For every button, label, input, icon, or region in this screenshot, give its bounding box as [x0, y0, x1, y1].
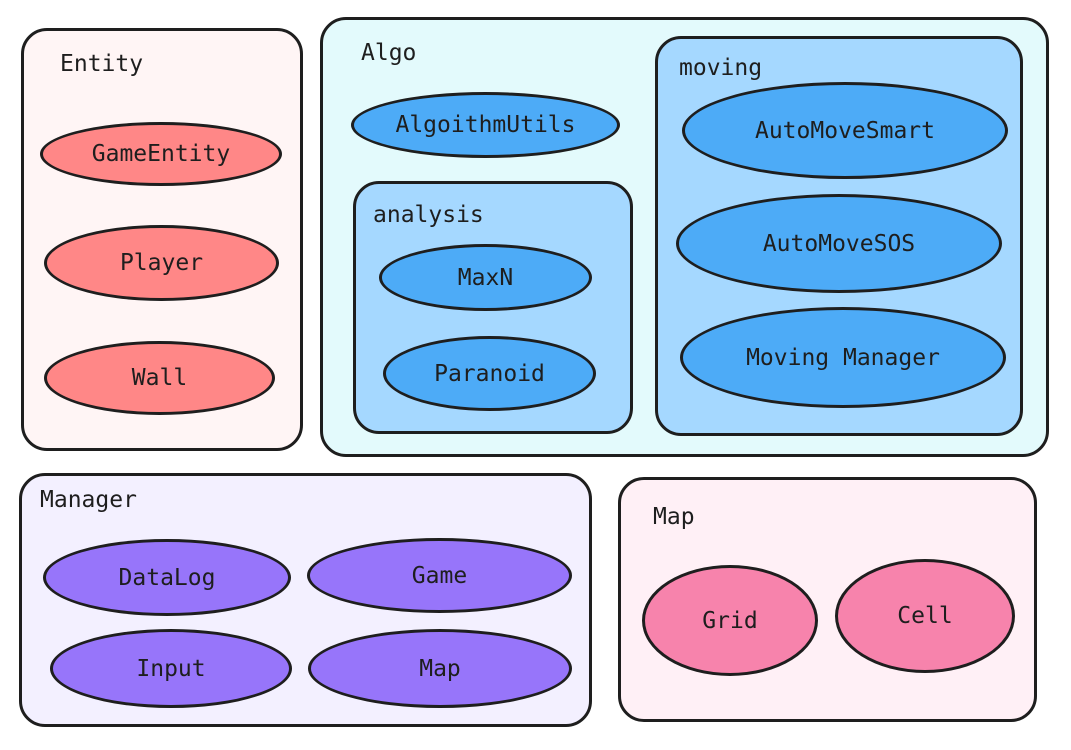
- algo-node-algoithmutils-label: AlgoithmUtils: [395, 112, 576, 138]
- entity-node-gameentity: GameEntity: [40, 122, 282, 186]
- moving-node-automovesmart-label: AutoMoveSmart: [754, 117, 935, 144]
- map-node-cell-label: Cell: [897, 603, 953, 629]
- manager-node-datalog-label: DataLog: [118, 564, 216, 591]
- moving-node-automovesos: AutoMoveSOS: [676, 194, 1002, 293]
- entity-node-player: Player: [44, 225, 279, 301]
- map-node-grid: Grid: [642, 565, 818, 676]
- algo-group-label: Algo: [361, 40, 417, 66]
- moving-group-label: moving: [679, 55, 763, 81]
- manager-node-datalog: DataLog: [43, 539, 291, 616]
- manager-group-label: Manager: [40, 487, 137, 513]
- moving-node-automovesmart: AutoMoveSmart: [682, 82, 1008, 179]
- moving-node-moving-manager-label: Moving Manager: [746, 344, 940, 371]
- analysis-node-maxn: MaxN: [379, 244, 592, 311]
- algo-node-algoithmutils: AlgoithmUtils: [351, 92, 620, 158]
- map-group-label: Map: [653, 504, 695, 530]
- manager-node-input-label: Input: [136, 655, 206, 682]
- entity-node-wall: Wall: [44, 341, 275, 415]
- map-node-grid-label: Grid: [702, 607, 758, 634]
- moving-node-moving-manager: Moving Manager: [680, 307, 1006, 408]
- entity-node-wall-label: Wall: [131, 365, 188, 391]
- manager-node-input: Input: [50, 629, 292, 708]
- manager-node-game: Game: [307, 538, 572, 613]
- entity-node-gameentity-label: GameEntity: [91, 141, 231, 167]
- manager-node-game-label: Game: [411, 562, 468, 589]
- manager-node-map-label: Map: [419, 655, 461, 682]
- analysis-group-label: analysis: [373, 202, 484, 228]
- entity-group-label: Entity: [60, 51, 144, 77]
- manager-node-map: Map: [308, 629, 572, 708]
- analysis-node-maxn-label: MaxN: [457, 264, 514, 291]
- map-node-cell: Cell: [835, 559, 1015, 673]
- moving-node-automovesos-label: AutoMoveSOS: [762, 230, 916, 257]
- entity-node-player-label: Player: [119, 250, 204, 276]
- analysis-node-paranoid: Paranoid: [383, 336, 596, 411]
- analysis-node-paranoid-label: Paranoid: [434, 360, 545, 387]
